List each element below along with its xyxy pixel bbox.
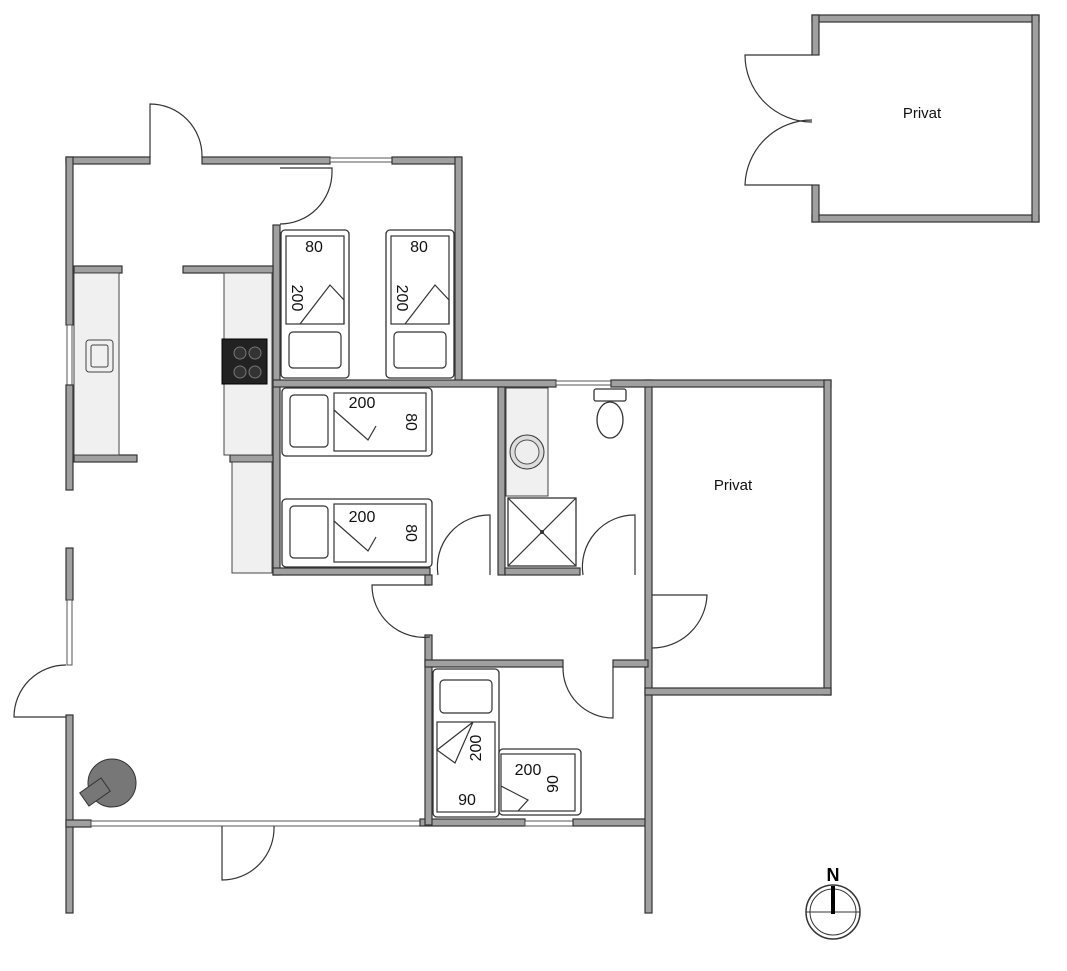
svg-text:90: 90 — [458, 792, 476, 809]
stove-fireplace-icon — [79, 758, 137, 808]
svg-text:90: 90 — [545, 775, 562, 793]
shed-label: Privat — [903, 105, 942, 122]
bed: 200 90 — [498, 748, 582, 816]
svg-text:200: 200 — [349, 395, 376, 412]
svg-text:200: 200 — [515, 762, 542, 779]
door-swing — [744, 119, 813, 186]
bed: 200 80 — [281, 387, 433, 457]
svg-text:80: 80 — [402, 413, 419, 431]
bathroom — [505, 387, 627, 567]
bed: 90 200 — [432, 668, 500, 818]
svg-text:200: 200 — [468, 735, 485, 762]
walls — [65, 156, 832, 914]
svg-text:80: 80 — [402, 524, 419, 542]
compass-icon: N — [805, 865, 861, 940]
stove-icon — [221, 338, 268, 385]
bed: 200 80 — [281, 498, 433, 568]
bed: 80 200 — [385, 229, 455, 379]
svg-text:200: 200 — [349, 509, 376, 526]
bed: 80 200 — [280, 229, 350, 379]
private-room-label: Privat — [714, 477, 753, 494]
shed: Privat — [744, 14, 1040, 223]
svg-text:200: 200 — [393, 285, 410, 312]
kitchen-counter — [231, 461, 273, 574]
doors — [13, 103, 708, 881]
svg-text:80: 80 — [410, 239, 428, 256]
compass-north-label: N — [827, 865, 840, 885]
svg-text:80: 80 — [305, 239, 323, 256]
svg-text:200: 200 — [288, 285, 305, 312]
door-swing — [744, 54, 813, 123]
toilet-icon — [593, 388, 627, 439]
kitchen — [73, 272, 273, 808]
